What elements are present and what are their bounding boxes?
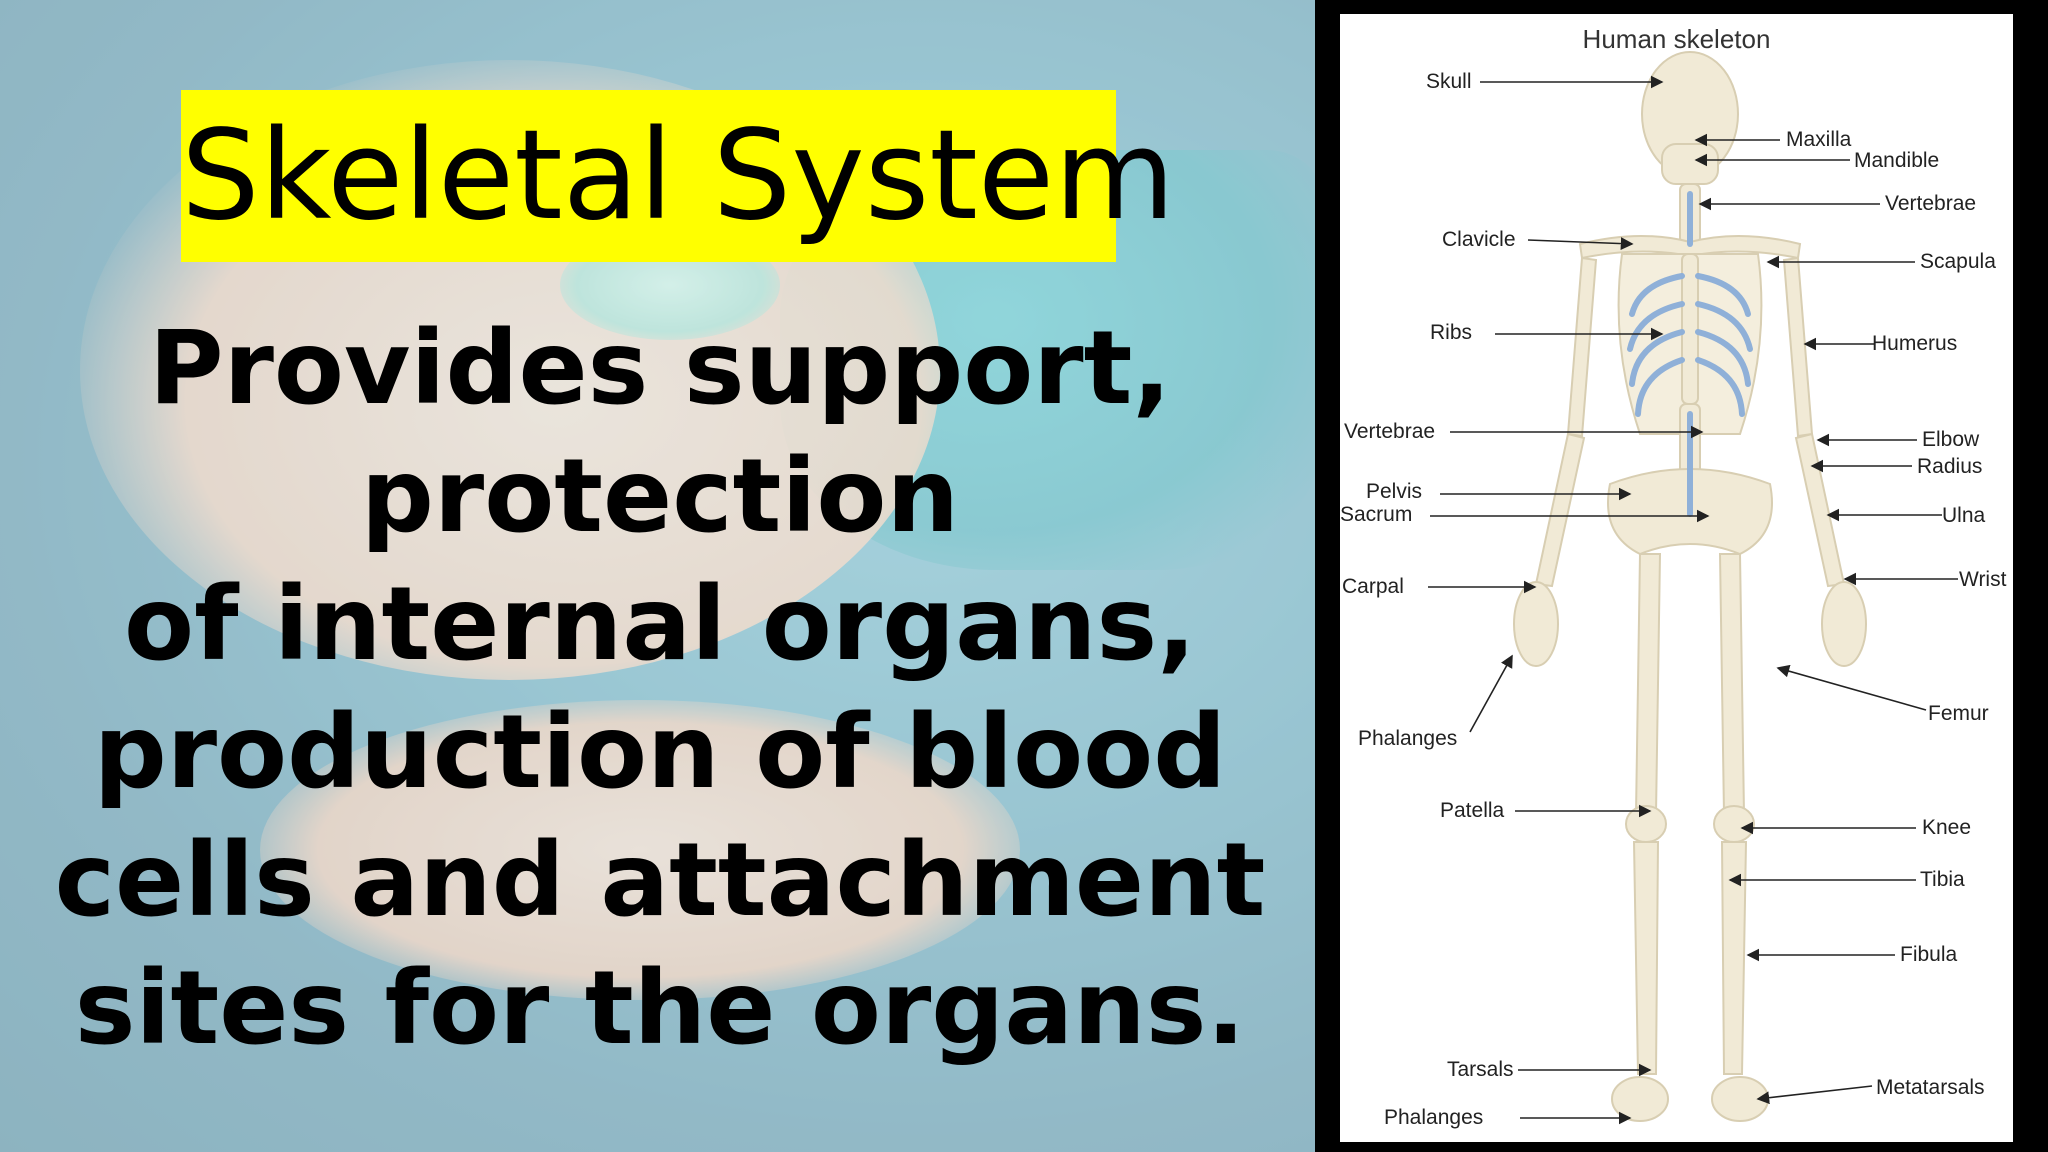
label-vertebrae-neck: Vertebrae xyxy=(1885,192,1977,215)
body-line: of internal organs, xyxy=(124,565,1196,684)
label-phalanges-foot: Phalanges xyxy=(1384,1106,1484,1129)
label-pelvis: Pelvis xyxy=(1366,480,1423,503)
diagram-title: Human skeleton xyxy=(1582,24,1771,54)
body-line: sites for the organs. xyxy=(74,949,1246,1068)
label-wrist: Wrist xyxy=(1959,568,2007,591)
body-line: protection xyxy=(360,437,960,556)
label-scapula: Scapula xyxy=(1920,250,1996,273)
baby-arm-shape xyxy=(260,700,1020,1000)
label-humerus: Humerus xyxy=(1872,332,1958,355)
label-carpal: Carpal xyxy=(1342,575,1404,598)
label-maxilla: Maxilla xyxy=(1786,128,1852,151)
skeleton-diagram: Human skeleton Skull Maxilla Mandible Ve… xyxy=(1340,14,2013,1142)
skeleton-illustration xyxy=(1428,51,1958,1125)
label-ulna: Ulna xyxy=(1942,504,1986,527)
label-vertebrae: Vertebrae xyxy=(1344,420,1436,443)
label-mandible: Mandible xyxy=(1854,149,1940,172)
label-skull: Skull xyxy=(1426,70,1472,93)
label-patella: Patella xyxy=(1440,799,1505,822)
slide-body: Provides support, protection of internal… xyxy=(40,305,1280,1073)
label-phalanges-hand: Phalanges xyxy=(1358,727,1458,750)
label-knee: Knee xyxy=(1922,816,1972,839)
label-fibula: Fibula xyxy=(1900,943,1958,966)
slide-title: Skeletal System xyxy=(181,104,1175,248)
label-clavicle: Clavicle xyxy=(1442,228,1516,251)
label-tibia: Tibia xyxy=(1920,868,1965,891)
label-metatarsals: Metatarsals xyxy=(1876,1076,1985,1099)
label-elbow: Elbow xyxy=(1922,428,1980,451)
label-tarsals: Tarsals xyxy=(1447,1058,1514,1081)
body-line: Provides support, xyxy=(148,309,1172,428)
title-highlight xyxy=(181,90,1116,262)
label-radius: Radius xyxy=(1917,455,1983,478)
body-line: production of blood xyxy=(93,693,1227,812)
body-line: cells and attachment xyxy=(54,821,1266,940)
label-ribs: Ribs xyxy=(1430,321,1473,344)
label-femur: Femur xyxy=(1928,702,1989,725)
label-sacrum: Sacrum xyxy=(1340,503,1413,526)
